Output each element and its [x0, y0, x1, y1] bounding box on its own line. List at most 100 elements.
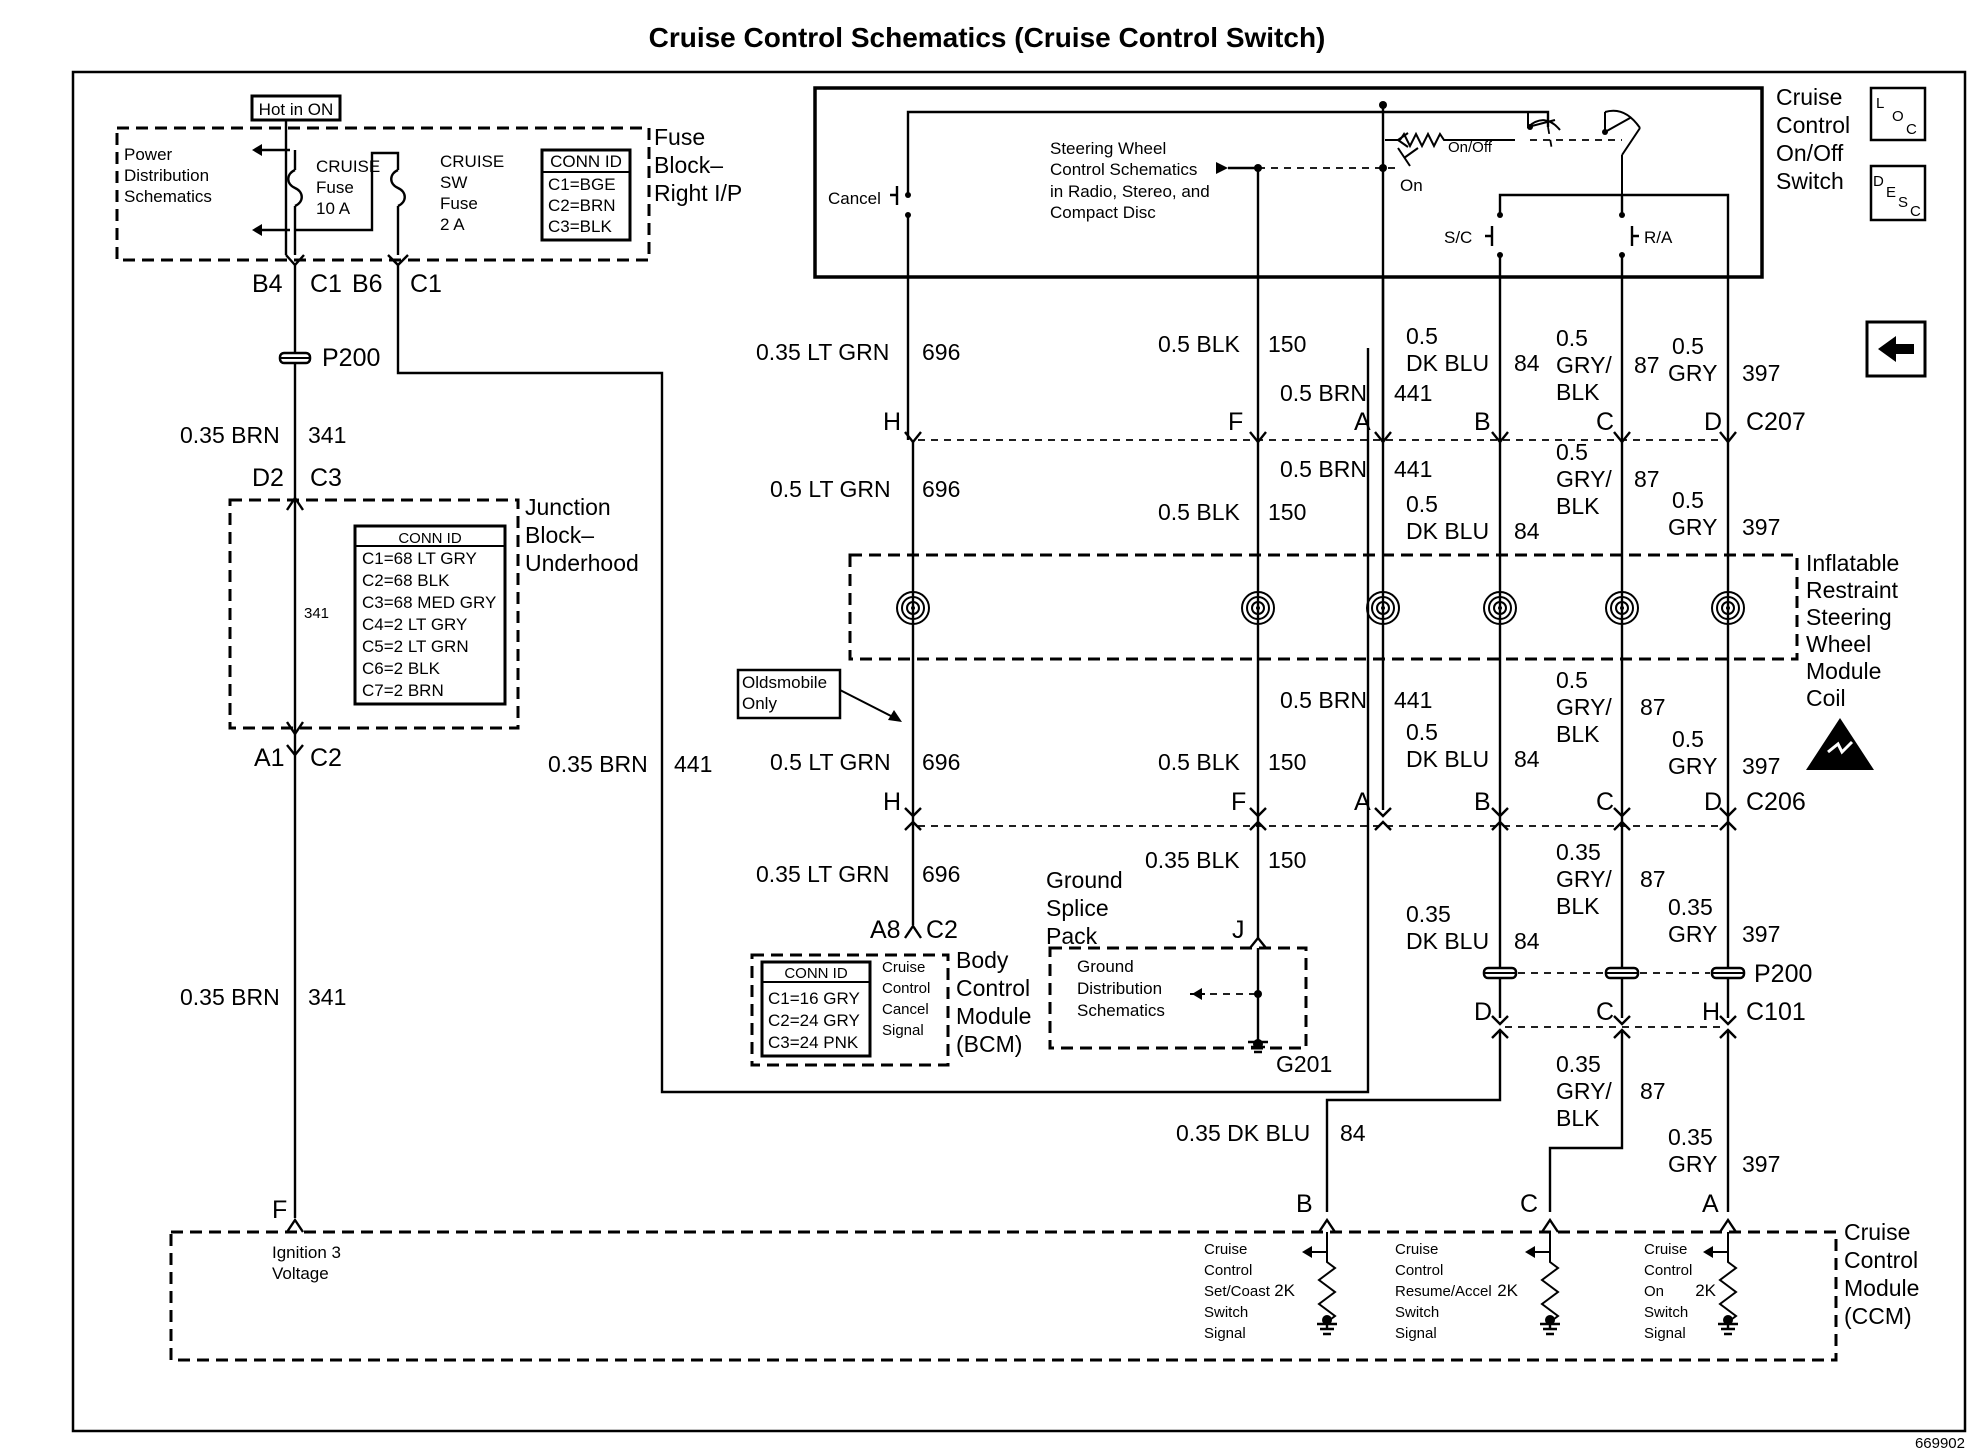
- resistor-2k-b: 2K: [1497, 1281, 1518, 1300]
- resume-accel-signal-label: Cruise Control Resume/Accel Switch Signa…: [1395, 1241, 1496, 1342]
- ccm-outline: [169, 1230, 1838, 1362]
- loc-badge-text: L O C: [1876, 95, 1917, 138]
- conn-c206: C206: [1746, 788, 1806, 816]
- location-badge[interactable]: [1869, 86, 1927, 142]
- conn-a1: A1: [254, 744, 285, 772]
- wire-blk-035: 0.35 BLK: [1145, 847, 1240, 873]
- c101-pin-d: D: [1474, 998, 1492, 1026]
- resistor-icon: [1540, 1232, 1560, 1324]
- wire-brn-341-a: 0.35 BRN: [180, 422, 280, 448]
- ground-splice-section: Ground Splice Pack J Ground Distribution…: [1046, 867, 1332, 1077]
- conn-d2: D2: [252, 464, 284, 492]
- cruise-fuse-label: CRUISE Fuse 10 A: [316, 157, 385, 218]
- bcm-conn-id-box: [760, 960, 872, 1058]
- wire-ltgrn-05-mid: 0.5 LT GRN: [770, 476, 891, 502]
- junction-block-name: Junction Block– Underhood: [525, 494, 639, 576]
- switch-module-name: Cruise Control On/Off Switch: [1776, 84, 1857, 194]
- on-label: On: [1400, 176, 1423, 195]
- conn-c207: C207: [1746, 408, 1806, 436]
- wire-gry-05-low: 0.5 GRY: [1668, 726, 1717, 779]
- conn-p200-a: P200: [322, 344, 380, 372]
- wire-gry-035-a: 0.35 GRY: [1668, 894, 1719, 947]
- c101-pin-h: H: [1702, 998, 1720, 1026]
- resistor-2k-a: 2K: [1274, 1281, 1295, 1300]
- c206-pin-f: F: [1231, 788, 1246, 816]
- cancel-switch-icon: [890, 186, 899, 205]
- wire-brn-05-top: 0.5 BRN: [1280, 380, 1367, 406]
- wire-brn-05-low: 0.5 BRN: [1280, 687, 1367, 713]
- wire-84-top: 84: [1514, 350, 1540, 376]
- wire-blk-05-low: 0.5 BLK: [1158, 749, 1240, 775]
- c207-pin-c: C: [1596, 408, 1614, 436]
- conn-c2-a: C2: [310, 744, 342, 772]
- fuse-conn-id-box: [540, 148, 632, 242]
- wire-696-bcm: 696: [922, 861, 960, 887]
- bcm-outline: [750, 953, 950, 1067]
- wire-gry-05-mid: 0.5 GRY: [1668, 487, 1717, 540]
- set-coast-signal-label: Cruise Control Set/Coast Switch Signal: [1204, 1241, 1274, 1342]
- ra-label: R/A: [1644, 228, 1673, 247]
- sc-label: S/C: [1444, 228, 1472, 247]
- figure-number: 669902: [1915, 1435, 1965, 1452]
- fuse-conn-ids: C1=BGE C2=BRN C3=BLK: [548, 175, 620, 236]
- ccm-pin-a: A: [1702, 1190, 1719, 1218]
- ground-splice-outline: [1048, 946, 1308, 1050]
- ground-dist-ref: Ground Distribution Schematics: [1077, 957, 1167, 1020]
- circuit-441-run: B6 C1 0.35 BRN 441: [352, 254, 1370, 1094]
- ignition-voltage-label: Ignition 3 Voltage: [272, 1243, 346, 1283]
- left-arrow-icon: [1878, 336, 1914, 362]
- coil-name: Inflatable Restraint Steering Wheel Modu…: [1806, 550, 1906, 711]
- power-dist-label: Power Distribution Schematics: [124, 145, 214, 206]
- wire-84-mid: 84: [1514, 518, 1540, 544]
- wire-397-low: 397: [1742, 753, 1780, 779]
- bcm-section: A8 C2 CONN ID C1=16 GRY C2=24 GRY C3=24 …: [750, 916, 1038, 1067]
- wire-441-long: 441: [674, 751, 712, 777]
- wire-brn-05-mid: 0.5 BRN: [1280, 456, 1367, 482]
- steering-ref-arrow-icon: [1216, 162, 1228, 174]
- wire-397-top: 397: [1742, 360, 1780, 386]
- sc-switch-icon: [1485, 226, 1494, 246]
- bcm-signal-label: Cruise Control Cancel Signal: [882, 959, 935, 1039]
- conn-g201: G201: [1276, 1051, 1332, 1077]
- ra-switch-icon: [1630, 226, 1639, 246]
- conn-j: J: [1232, 916, 1245, 944]
- wire-341-b: 341: [308, 984, 346, 1010]
- cruise-fuse-icon: [287, 168, 303, 208]
- oldsmobile-only-box: [736, 668, 842, 720]
- wire-gryblk-035-a: 0.35 GRY/ BLK: [1556, 839, 1618, 919]
- c206-pin-d: D: [1704, 788, 1722, 816]
- conn-b6: B6: [352, 270, 383, 298]
- c206-pin-c: C: [1596, 788, 1614, 816]
- wire-87-top: 87: [1634, 352, 1660, 378]
- wire-150-top: 150: [1268, 331, 1306, 357]
- ccm-pin-c: C: [1520, 1190, 1538, 1218]
- left-circuit-341: B4 C1 P200 0.35 BRN 341 D2 C3 341 CONN I…: [180, 254, 639, 1233]
- wire-397-mid: 397: [1742, 514, 1780, 540]
- hot-in-on-box: [250, 94, 342, 122]
- wire-gryblk-05-mid: 0.5 GRY/ BLK: [1556, 439, 1618, 519]
- wire-gryblk-05-low: 0.5 GRY/ BLK: [1556, 667, 1618, 747]
- c101-section: P200 D C H C101 0.35 DK BLU 84 0.35 GRY/…: [1176, 960, 1812, 1212]
- conn-a8: A8: [870, 916, 901, 944]
- junction-conn-id-box: [353, 524, 507, 706]
- conn-b4: B4: [252, 270, 283, 298]
- wire-dkblu-05-mid: 0.5 DK BLU: [1406, 491, 1489, 544]
- wire-gryblk-035-b: 0.35 GRY/ BLK: [1556, 1051, 1618, 1131]
- wire-84-low: 84: [1514, 746, 1540, 772]
- c207-pin-d: D: [1704, 408, 1722, 436]
- on-off-resistor-icon: [1399, 131, 1515, 149]
- wire-441-mid: 441: [1394, 456, 1432, 482]
- wire-150-low: 150: [1268, 749, 1306, 775]
- conn-c101: C101: [1746, 998, 1806, 1026]
- resistor-icon: [1718, 1232, 1738, 1324]
- description-badge[interactable]: [1869, 164, 1927, 222]
- c206-pin-b: B: [1474, 788, 1491, 816]
- wire-341-a: 341: [308, 422, 346, 448]
- ccm-section: Ignition 3 Voltage B C A 2K 2K 2K Cruise…: [169, 1190, 1919, 1362]
- resistor-2k-c: 2K: [1695, 1281, 1716, 1300]
- wire-84-a: 84: [1514, 928, 1540, 954]
- fuse-block-outline: [115, 126, 651, 262]
- main-vertical-wires: [904, 431, 1737, 968]
- coil-section: 0.5 LT GRN 696 0.5 BLK 150 0.5 BRN 441 0…: [736, 439, 1906, 770]
- bcm-name: Body Control Module (BCM): [956, 947, 1038, 1057]
